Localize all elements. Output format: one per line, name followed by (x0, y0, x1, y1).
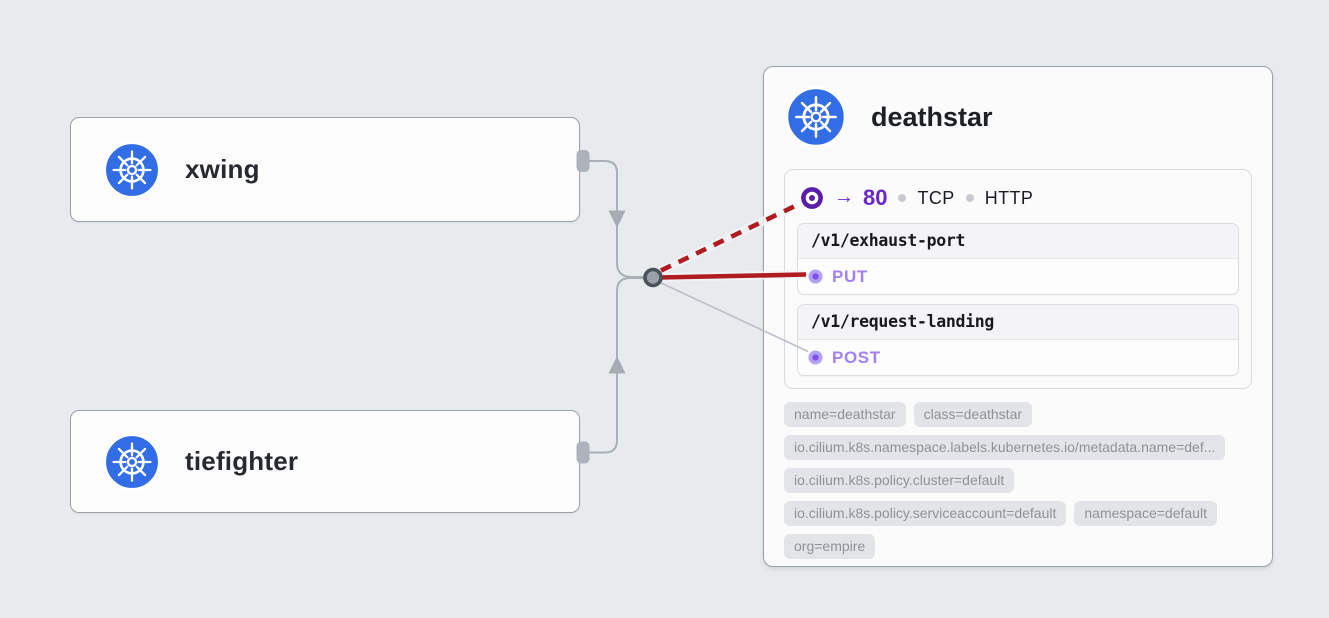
node-xwing[interactable]: xwing (70, 117, 580, 222)
card-header: deathstar (785, 86, 1252, 148)
kubernetes-logo-icon (103, 432, 161, 491)
traffic-junction-node (643, 267, 663, 288)
ports-section: → 80 TCP HTTP /v1/exhaust-port PUT / (784, 169, 1252, 389)
node-label: tiefighter (185, 446, 299, 476)
method-label: PUT (832, 266, 868, 286)
endpoint-path: /v1/request-landing (798, 305, 1238, 340)
label-pill: namespace=default (1074, 501, 1217, 526)
label-pill: io.cilium.k8s.policy.serviceaccount=defa… (784, 501, 1067, 526)
method-dot-icon (808, 350, 823, 365)
labels-list: name=deathstar class=deathstar io.cilium… (784, 402, 1254, 559)
arrow-up-icon (608, 356, 626, 374)
kubernetes-logo-icon (103, 140, 161, 199)
service-card-deathstar[interactable]: deathstar → 80 TCP HTTP /v1/exhaust-port (763, 66, 1273, 567)
service-title: deathstar (871, 101, 993, 132)
endpoint-group: /v1/exhaust-port PUT (797, 223, 1239, 295)
edge-tiefighter-to-junction (589, 277, 646, 454)
ingress-arrow-icon: → (834, 185, 854, 208)
method-label: POST (832, 347, 881, 367)
protocol-label: HTTP (984, 187, 1034, 208)
label-pill: name=deathstar (784, 402, 906, 427)
separator-dot-icon (898, 194, 907, 202)
label-pill: org=empire (784, 534, 876, 559)
endpoint-group: /v1/request-landing POST (797, 304, 1239, 376)
kubernetes-logo-icon (785, 86, 847, 148)
separator-dot-icon (965, 194, 974, 202)
port-row: → 80 TCP HTTP (799, 183, 1239, 213)
edge-xwing-to-junction (589, 160, 646, 278)
method-row[interactable]: POST (798, 340, 1238, 375)
port-number: 80 (863, 185, 888, 210)
endpoint-path: /v1/exhaust-port (798, 224, 1238, 259)
label-pill: io.cilium.k8s.policy.cluster=default (784, 468, 1015, 493)
arrow-down-icon (608, 210, 626, 228)
port-target-icon (799, 185, 825, 211)
label-pill: class=deathstar (913, 402, 1033, 427)
method-dot-icon (808, 269, 823, 284)
node-tiefighter[interactable]: tiefighter (70, 410, 580, 513)
node-label: xwing (185, 154, 260, 184)
protocol-label: TCP (917, 187, 955, 208)
label-pill: io.cilium.k8s.namespace.labels.kubernete… (784, 435, 1226, 460)
method-row[interactable]: PUT (798, 259, 1238, 294)
